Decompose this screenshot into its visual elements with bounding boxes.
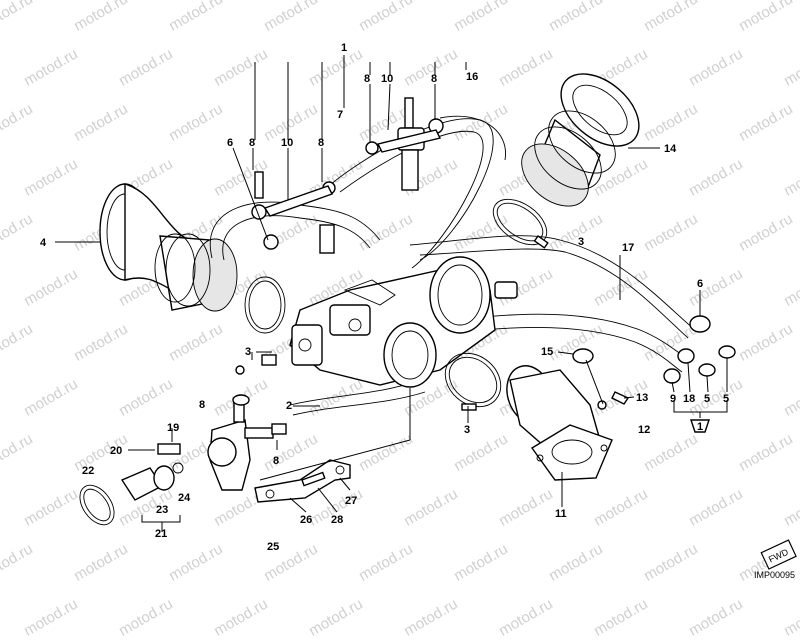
throttle-body xyxy=(289,256,518,388)
hose-clamp-left xyxy=(244,276,286,334)
callout-20: 20 xyxy=(110,445,122,457)
watermark-text: motod.ru xyxy=(401,595,462,640)
sensor-assembly xyxy=(79,397,274,526)
callout-5: 5 xyxy=(704,393,710,405)
watermark-text: motod.ru xyxy=(591,595,652,640)
hose-clamp-lower xyxy=(444,352,502,411)
callout-6: 6 xyxy=(227,137,233,149)
hose-clamp-upper xyxy=(492,198,549,249)
callout-5: 5 xyxy=(723,393,729,405)
callout-4: 4 xyxy=(40,237,47,249)
parts-diagram: 1 16 8 10 8 7 6 8 10 8 14 4 3 17 6 3 15 … xyxy=(40,42,797,580)
callouts: 1 16 8 10 8 7 6 8 10 8 14 4 3 17 6 3 15 … xyxy=(40,42,729,553)
callout-25: 25 xyxy=(267,541,279,553)
callout-13: 13 xyxy=(636,392,648,404)
callout-22: 22 xyxy=(82,465,94,477)
right-air-funnel xyxy=(521,73,640,207)
intake-elbow xyxy=(506,365,613,481)
watermark-text: motod.ru xyxy=(496,595,557,640)
injector-assembly xyxy=(251,97,444,254)
callout-28: 28 xyxy=(331,514,343,526)
callout-8: 8 xyxy=(249,137,255,149)
clip xyxy=(232,354,287,435)
callout-8: 8 xyxy=(364,73,370,85)
watermark-text: motod.ru xyxy=(211,595,272,640)
callout-10: 10 xyxy=(381,73,393,85)
callout-8: 8 xyxy=(273,455,279,467)
watermark-text: motod.ru xyxy=(781,595,800,640)
repair-kit-marker: 1 xyxy=(690,419,710,433)
left-air-funnel xyxy=(99,183,238,312)
callout-3: 3 xyxy=(578,236,584,248)
callout-3: 3 xyxy=(464,424,470,436)
hose-caps xyxy=(572,315,736,410)
callout-6: 6 xyxy=(697,278,703,290)
callout-11: 11 xyxy=(555,508,567,520)
callout-12: 12 xyxy=(638,424,650,436)
callout-17: 17 xyxy=(622,242,634,254)
leader-lines xyxy=(55,55,728,532)
watermark-text: motod.ru xyxy=(686,595,747,640)
callout-9: 9 xyxy=(670,393,676,405)
callout-7: 7 xyxy=(337,109,343,121)
fwd-badge: FWD xyxy=(760,539,797,570)
callout-2: 2 xyxy=(286,400,292,412)
callout-15: 15 xyxy=(541,346,553,358)
watermark-text: motod.ru xyxy=(116,595,177,640)
callout-16: 16 xyxy=(466,71,478,83)
callout-14: 14 xyxy=(664,143,677,155)
callout-24: 24 xyxy=(178,492,191,504)
callout-8: 8 xyxy=(199,399,205,411)
callout-23: 23 xyxy=(156,504,168,516)
callout-21: 21 xyxy=(155,528,167,540)
callout-18: 18 xyxy=(683,393,695,405)
callout-27: 27 xyxy=(345,495,357,507)
callout-8: 8 xyxy=(431,73,437,85)
callout-8: 8 xyxy=(318,137,324,149)
callout-1: 1 xyxy=(341,42,347,54)
image-code: IMP00095 xyxy=(754,570,795,580)
kit-number: 1 xyxy=(697,421,703,433)
callout-3: 3 xyxy=(245,346,251,358)
callout-19: 19 xyxy=(167,422,179,434)
callout-26: 26 xyxy=(300,514,312,526)
watermark-text: motod.ru xyxy=(21,595,82,640)
bracket xyxy=(254,459,351,503)
callout-10: 10 xyxy=(281,137,293,149)
watermark-text: motod.ru xyxy=(306,595,367,640)
